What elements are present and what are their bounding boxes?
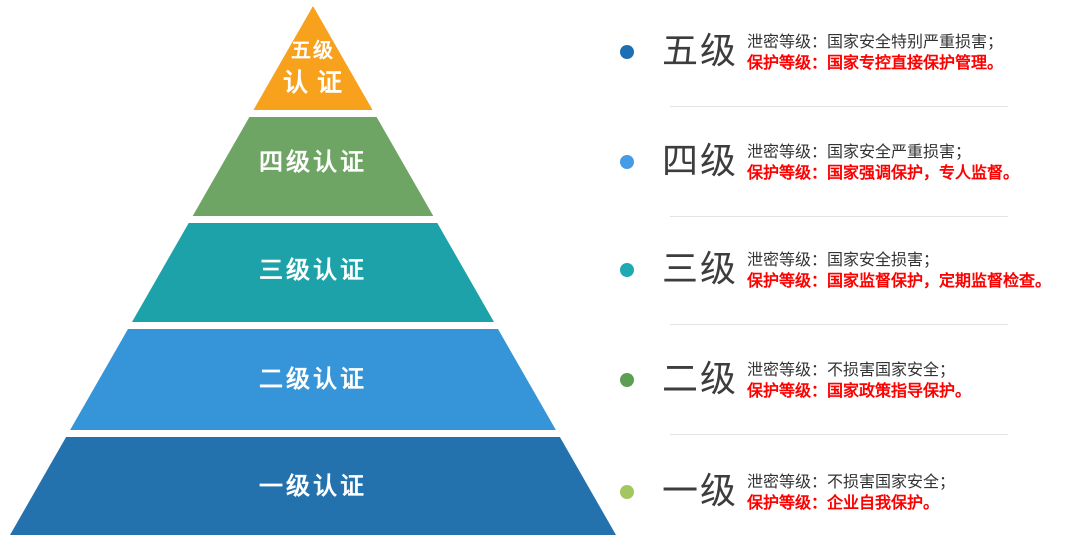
level-2-leak-line: 泄密等级：不损害国家安全；	[747, 360, 956, 379]
pyramid-level-4-label: 四级认证	[259, 148, 367, 176]
level-row-5: 五级 泄密等级：国家安全特别严重损害； 保护等级：国家专控直接保护管理。	[608, 0, 1080, 107]
pyramid-level-5-shape	[253, 6, 373, 110]
level-row-4: 四级 泄密等级：国家安全严重损害； 保护等级：国家强调保护，专人监督。	[608, 107, 1080, 217]
level-row-3: 三级 泄密等级：国家安全损害； 保护等级：国家监督保护，定期监督检查。	[608, 215, 1080, 325]
level-5-bullet-dot	[620, 45, 634, 59]
pyramid-level-1-label: 一级认证	[259, 472, 367, 500]
level-5-protect-line: 保护等级：国家专控直接保护管理。	[747, 53, 1004, 72]
row-divider	[670, 434, 1008, 435]
row-divider	[670, 324, 1008, 325]
pyramid-level-3-shape	[132, 223, 494, 322]
level-1-description: 泄密等级：不损害国家安全； 保护等级：企业自我保护。	[747, 471, 955, 513]
level-5-leak-line: 泄密等级：国家安全特别严重损害；	[747, 32, 1004, 51]
level-4-protect-line: 保护等级：国家强调保护，专人监督。	[747, 163, 1020, 182]
level-4-bullet-dot	[620, 155, 634, 169]
level-3-bullet-dot	[620, 263, 634, 277]
level-1-protect-line: 保护等级：企业自我保护。	[747, 493, 940, 512]
level-4-leak-line: 泄密等级：国家安全严重损害；	[747, 142, 972, 161]
pyramid-level-1-shape	[10, 437, 616, 535]
level-1-name: 一级	[662, 471, 739, 512]
level-row-1: 一级 泄密等级：不损害国家安全； 保护等级：企业自我保护。	[608, 437, 1080, 547]
certification-pyramid: 五级 认证 四级认证 三级认证 二级认证 一级认证	[10, 6, 616, 535]
row-divider	[670, 216, 1008, 217]
level-2-name: 二级	[662, 359, 739, 400]
pyramid-level-3-label: 三级认证	[259, 256, 367, 284]
level-3-protect-line: 保护等级：国家监督保护，定期监督检查。	[747, 271, 1052, 290]
level-5-description: 泄密等级：国家安全特别严重损害； 保护等级：国家专控直接保护管理。	[747, 31, 1003, 73]
level-2-protect-line: 保护等级：国家政策指导保护。	[747, 381, 972, 400]
level-1-bullet-dot	[620, 485, 634, 499]
pyramid-level-2-shape	[70, 329, 556, 430]
level-5-name: 五级	[662, 31, 739, 72]
level-3-name: 三级	[662, 249, 739, 290]
level-1-leak-line: 泄密等级：不损害国家安全；	[747, 472, 956, 491]
pyramid-level-5-label-line2: 认证	[283, 68, 351, 97]
level-2-bullet-dot	[620, 373, 634, 387]
level-3-leak-line: 泄密等级：国家安全损害；	[747, 250, 940, 269]
level-2-description: 泄密等级：不损害国家安全； 保护等级：国家政策指导保护。	[747, 359, 971, 401]
row-divider	[670, 106, 1008, 107]
level-4-description: 泄密等级：国家安全严重损害； 保护等级：国家强调保护，专人监督。	[747, 141, 1019, 183]
level-3-description: 泄密等级：国家安全损害； 保护等级：国家监督保护，定期监督检查。	[747, 249, 1051, 291]
level-4-name: 四级	[662, 141, 739, 182]
pyramid-level-4-shape	[192, 117, 434, 216]
pyramid-level-5-label-line1: 五级	[291, 38, 335, 62]
level-row-2: 二级 泄密等级：不损害国家安全； 保护等级：国家政策指导保护。	[608, 325, 1080, 435]
pyramid-level-2-label: 二级认证	[259, 365, 367, 393]
